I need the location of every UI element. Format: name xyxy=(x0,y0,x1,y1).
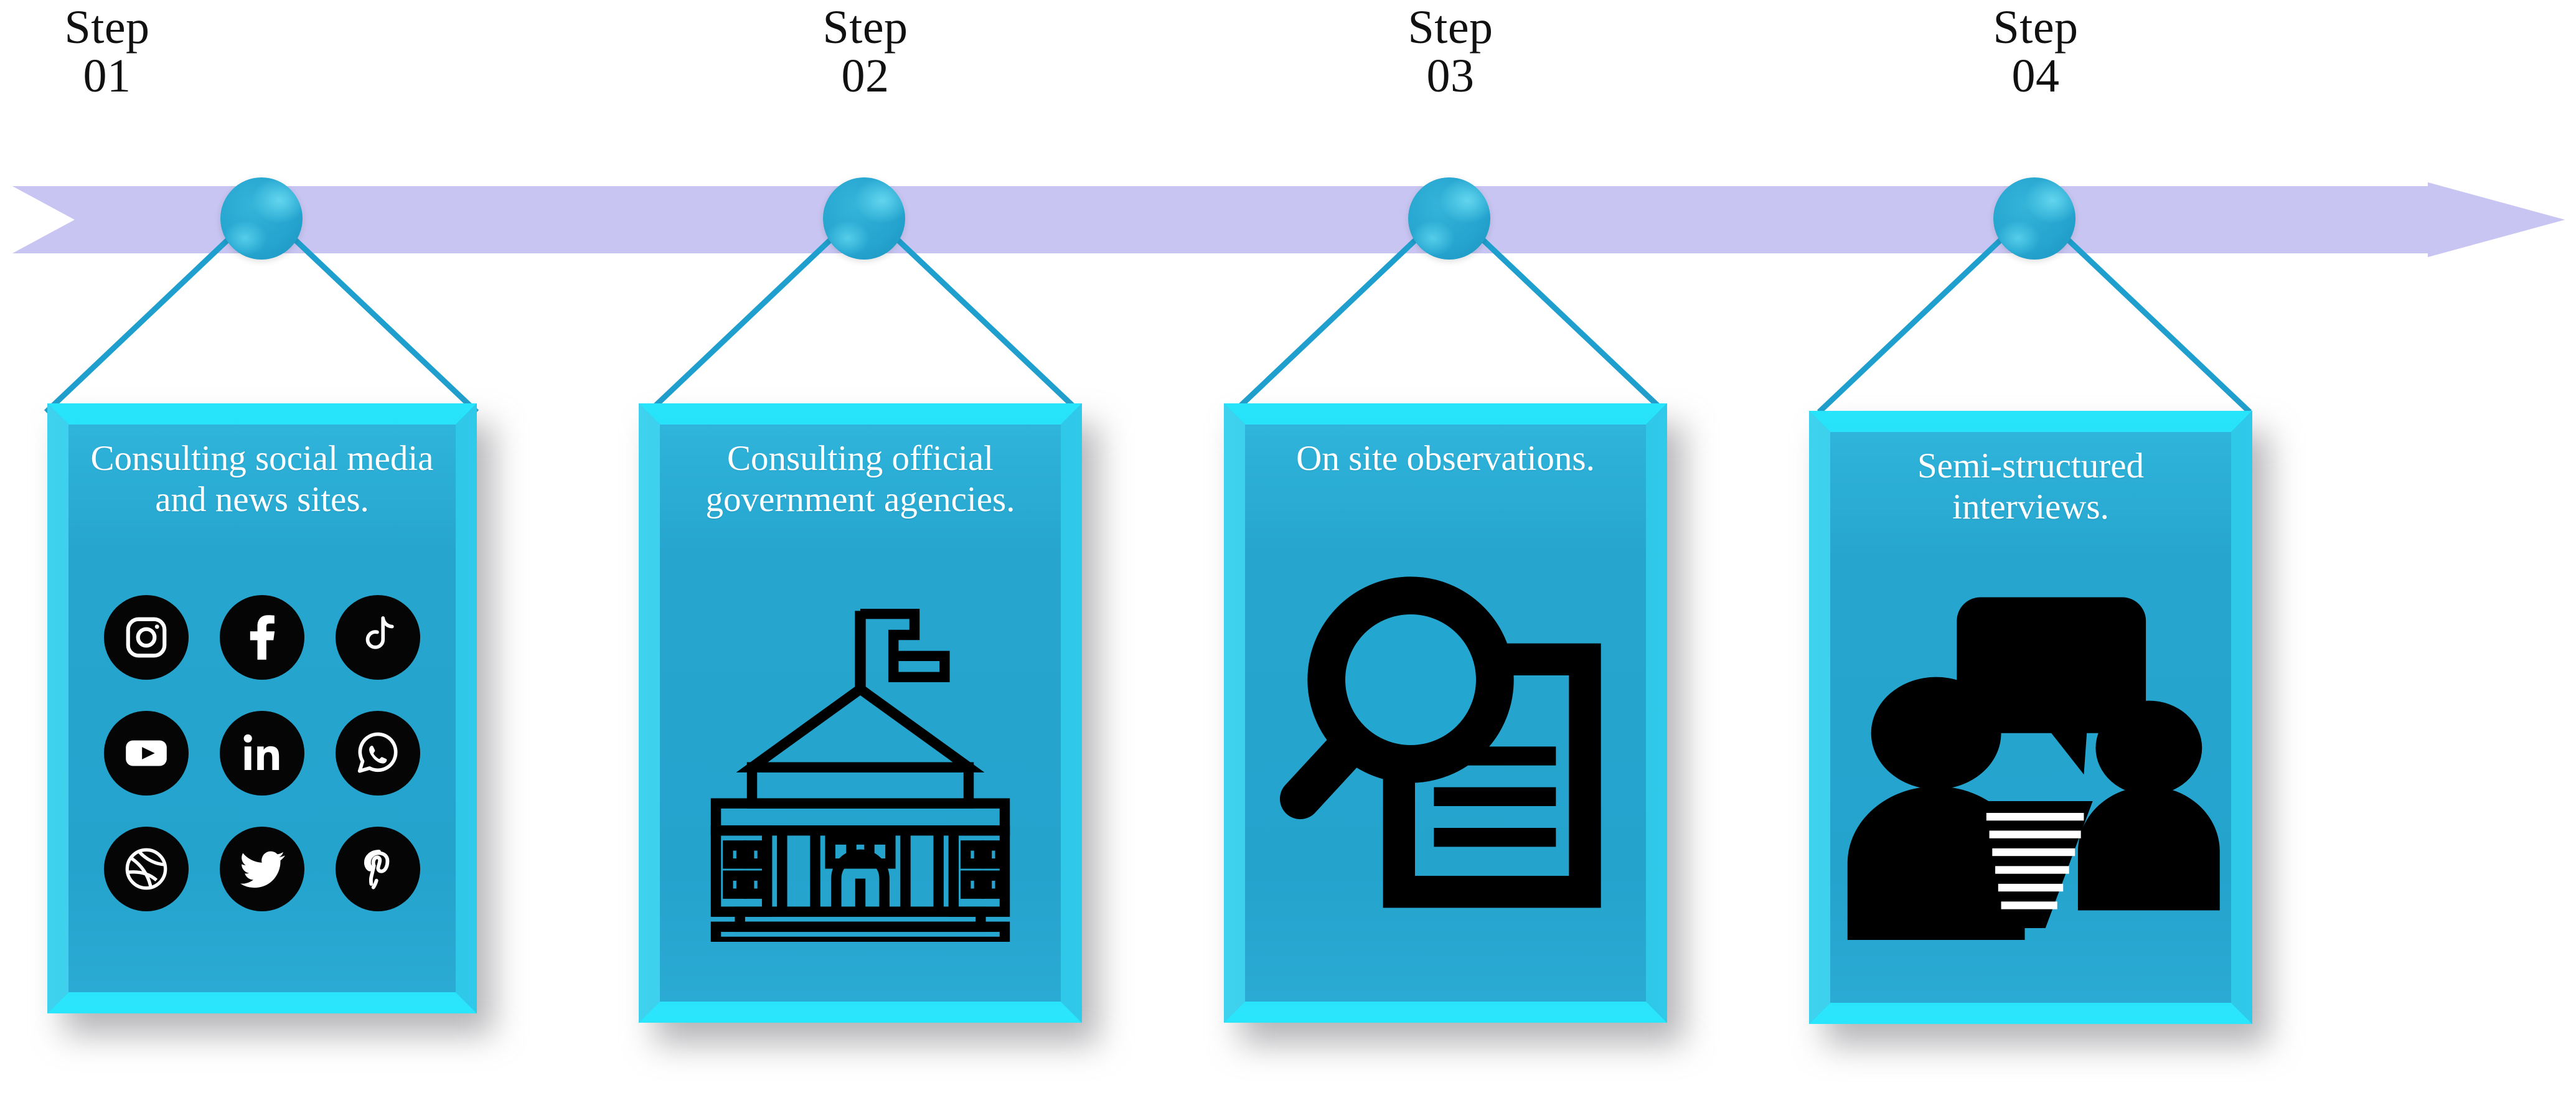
step-node-circle-04[interactable] xyxy=(1993,177,2075,260)
step-label-03: Step 03 xyxy=(1320,1,1581,102)
connector-lines-02 xyxy=(646,205,1082,415)
step-number-02: 02 xyxy=(841,49,890,102)
whatsapp-icon[interactable] xyxy=(336,711,420,796)
social-media-icon-grid xyxy=(88,580,436,927)
timeline-arrowhead xyxy=(2428,182,2565,257)
card-caption-04: Semi-structured interviews. xyxy=(1917,446,2145,527)
government-building-icon xyxy=(710,608,1010,942)
card-caption-02: Consulting official government agencies. xyxy=(705,439,1015,520)
connector-lines-01 xyxy=(44,205,479,415)
linkedin-icon[interactable] xyxy=(220,711,304,796)
card-content-04: Semi-structured interviews. xyxy=(1830,432,2231,1003)
step-word-01: Step xyxy=(64,1,150,54)
step-card-03[interactable]: On site observations. xyxy=(1224,403,1683,1044)
step-label-02: Step 02 xyxy=(735,1,996,102)
card-caption-01: Consulting social media and news sites. xyxy=(90,439,434,520)
step-number-03: 03 xyxy=(1426,49,1475,102)
step-node-circle-01[interactable] xyxy=(220,177,303,260)
step-node-circle-03[interactable] xyxy=(1408,177,1490,260)
card-artwork-04 xyxy=(1830,528,2231,1003)
youtube-icon[interactable] xyxy=(104,711,189,796)
step-number-04: 04 xyxy=(2011,49,2060,102)
card-artwork-03 xyxy=(1245,479,1646,1002)
card-content-03: On site observations. xyxy=(1245,425,1646,1002)
interview-people-icon xyxy=(1847,597,2220,940)
timeline-arrow xyxy=(12,182,2565,257)
connector-lines-03 xyxy=(1231,205,1667,415)
instagram-icon[interactable] xyxy=(104,595,189,680)
card-body-01 xyxy=(47,403,477,1013)
tiktok-icon[interactable] xyxy=(336,595,420,680)
step-word-02: Step xyxy=(822,1,908,54)
timeline-arrow-body xyxy=(12,186,2431,253)
step-word-03: Step xyxy=(1408,1,1493,54)
card-artwork-02 xyxy=(660,520,1061,1002)
step-number-01: 01 xyxy=(83,49,131,102)
magnifier-document-icon xyxy=(1280,576,1601,908)
pinterest-icon[interactable] xyxy=(336,827,420,912)
step-card-04[interactable]: Semi-structured interviews. xyxy=(1809,411,2268,1045)
step-label-01: Step 01 xyxy=(0,1,238,102)
facebook-icon[interactable] xyxy=(220,595,304,680)
dribbble-icon[interactable] xyxy=(104,827,189,912)
card-content-02: Consulting official government agencies. xyxy=(660,425,1061,1002)
step-card-01[interactable]: Consulting social media and news sites. xyxy=(47,403,493,1035)
twitter-icon[interactable] xyxy=(220,827,304,912)
card-artwork-01 xyxy=(68,520,456,992)
step-card-02[interactable]: Consulting official government agencies. xyxy=(639,403,1098,1044)
step-word-04: Step xyxy=(1993,1,2079,54)
card-caption-03: On site observations. xyxy=(1296,439,1595,478)
card-content-01: Consulting social media and news sites. xyxy=(68,425,456,992)
connector-lines-04 xyxy=(1817,205,2252,415)
step-node-circle-02[interactable] xyxy=(823,177,905,260)
step-label-04: Step 04 xyxy=(1905,1,2166,102)
